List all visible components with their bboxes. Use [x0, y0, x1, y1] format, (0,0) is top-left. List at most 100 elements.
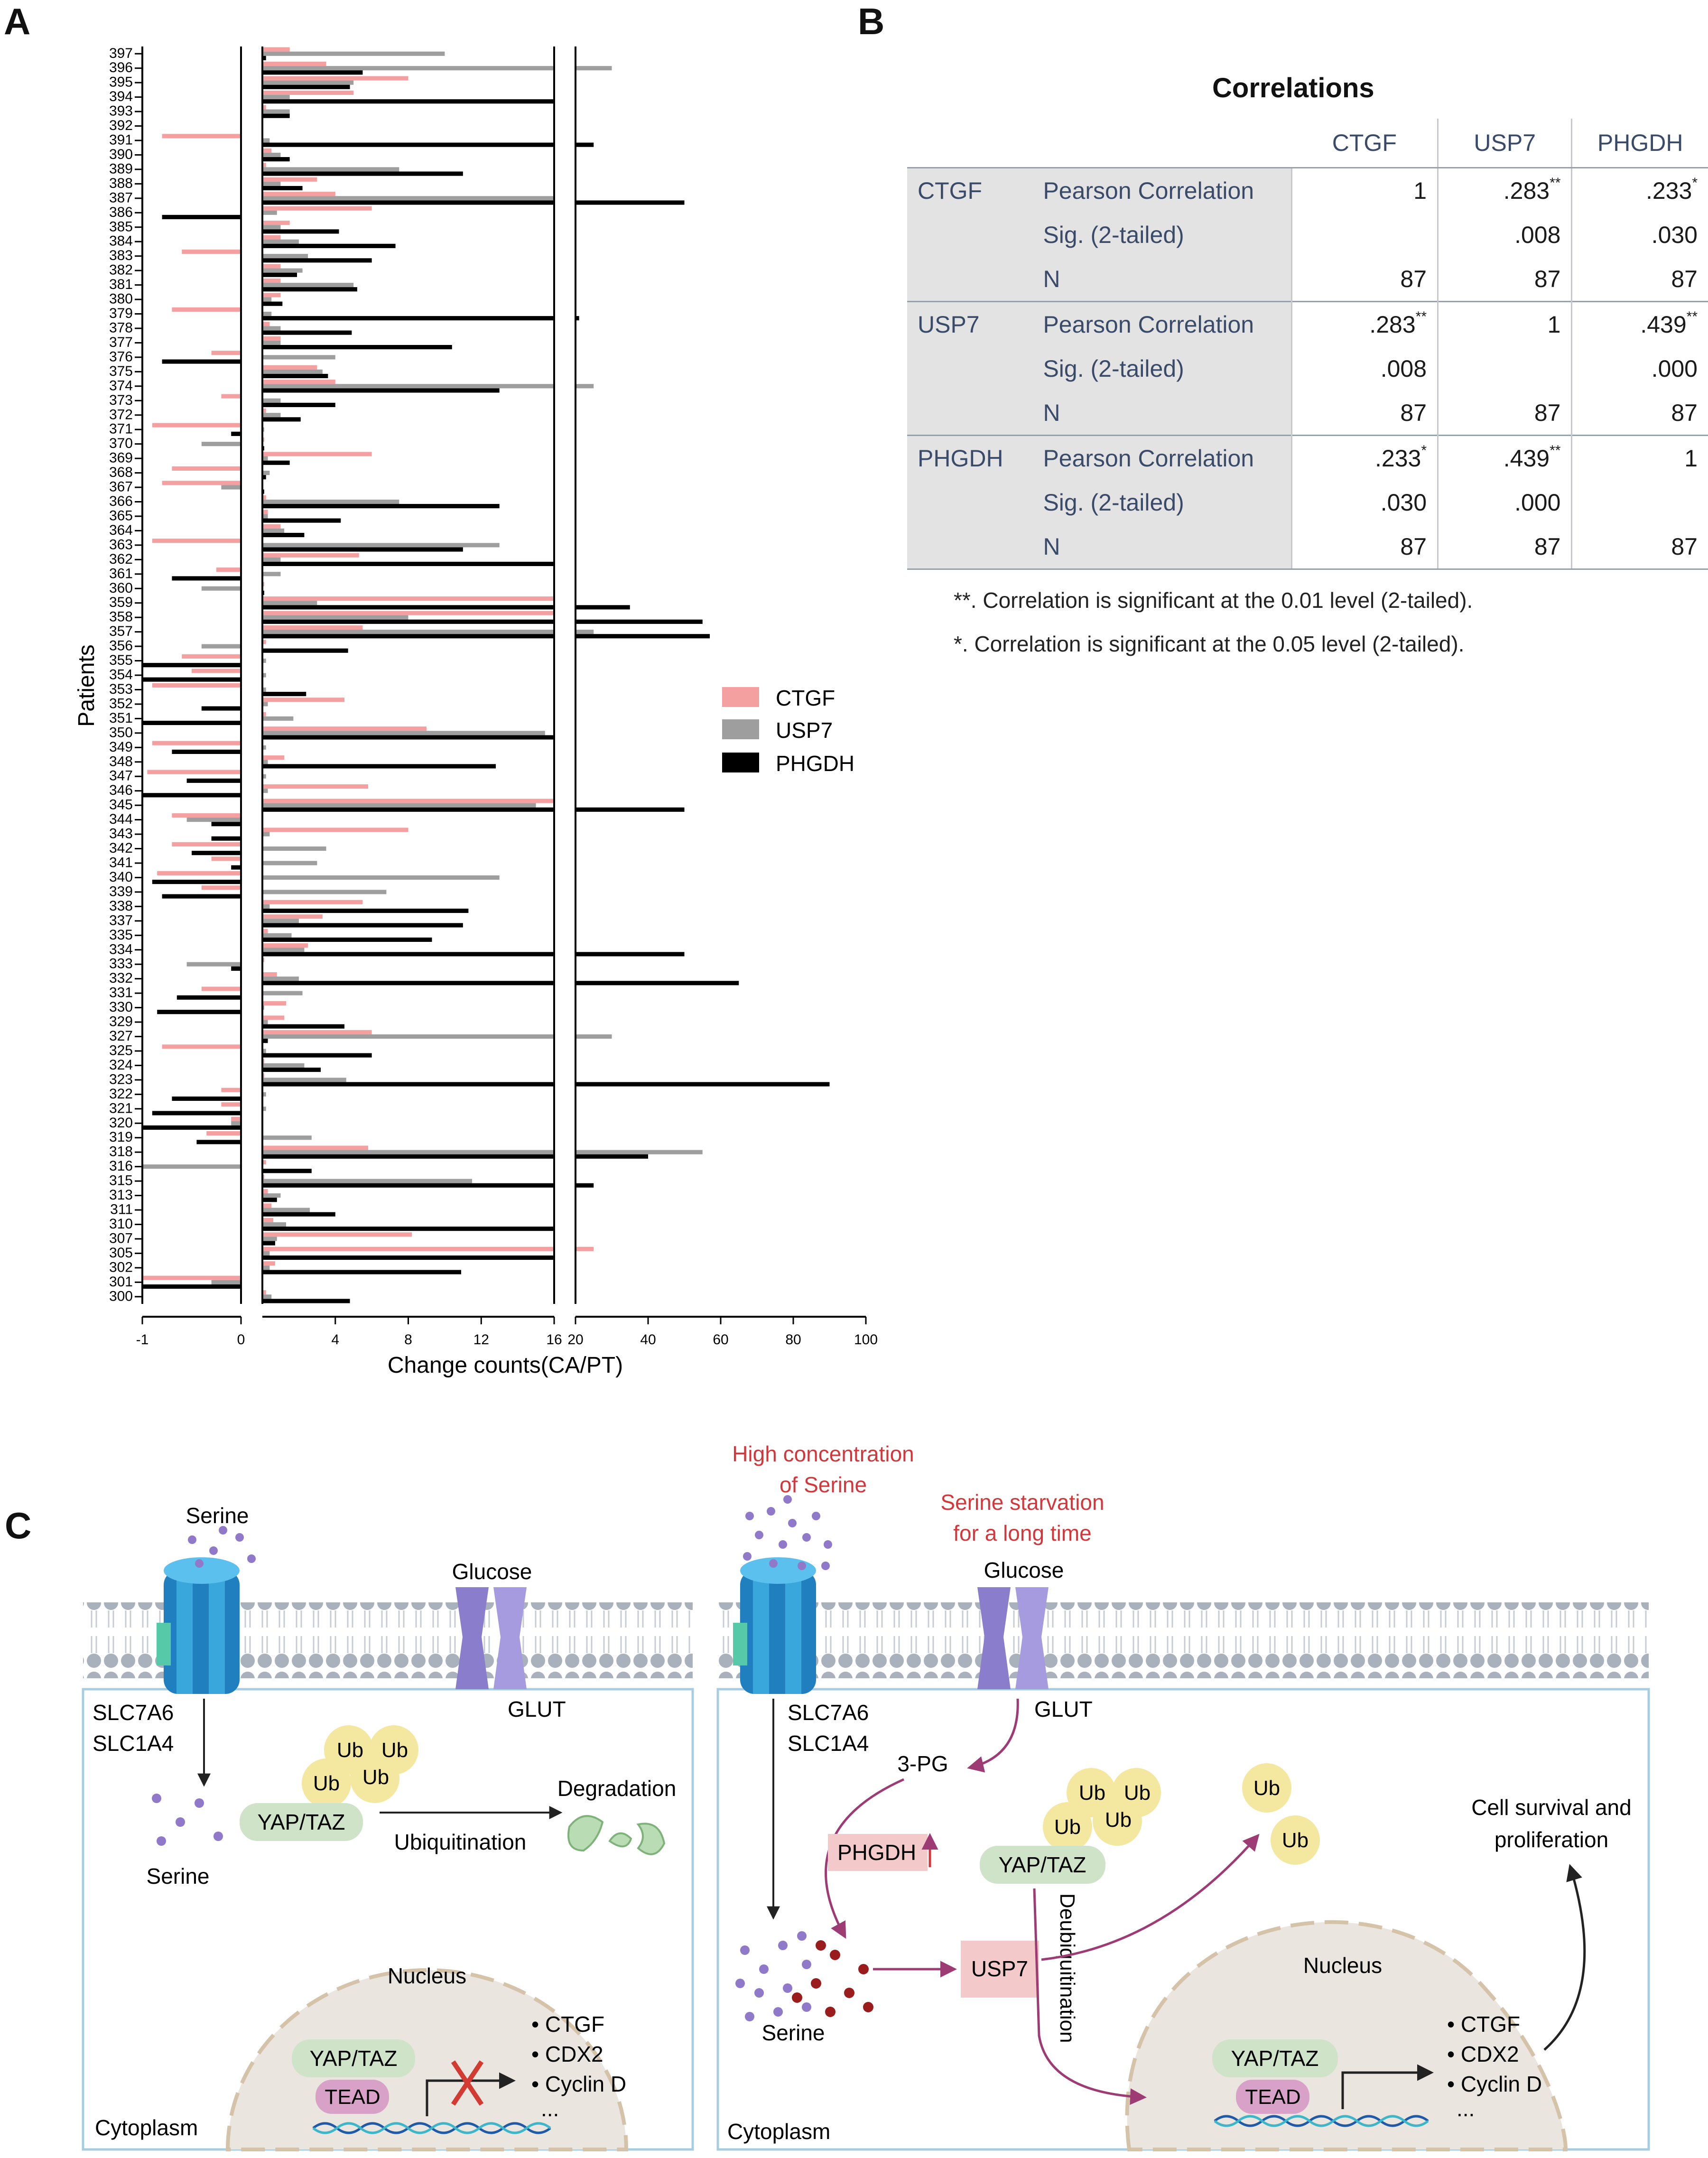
bar-phgdh — [262, 952, 554, 957]
bar-phgdh — [262, 1067, 321, 1072]
bar-phgdh — [262, 56, 266, 60]
bar-usp7 — [576, 384, 594, 389]
bar-phgdh — [262, 229, 339, 234]
yap-to-nucleus-arrow — [1033, 1888, 1147, 2105]
y-tick-label: 381 — [109, 277, 133, 292]
y-tick-label: 392 — [109, 118, 133, 133]
y-tick-label: 344 — [109, 811, 133, 827]
bar-ctgf — [262, 698, 344, 702]
right-slc-label-1: SLC7A6 — [788, 1700, 869, 1725]
bar-ctgf — [262, 293, 281, 298]
y-tick-label: 395 — [109, 74, 133, 90]
y-tick-label: 377 — [109, 335, 133, 350]
left-slc-label-2: SLC1A4 — [93, 1731, 174, 1756]
bar-usp7 — [262, 1049, 266, 1053]
bar-phgdh — [231, 865, 241, 870]
y-tick-label: 371 — [109, 421, 133, 437]
bar-ctgf — [262, 1261, 275, 1266]
glut-to-3pg-arrow — [967, 1698, 1019, 1773]
bars-group — [142, 47, 830, 1303]
bar-usp7 — [201, 644, 241, 649]
blocked-x-icon — [451, 2060, 484, 2106]
left-target-4: ... — [541, 2096, 559, 2121]
bar-usp7 — [262, 991, 303, 995]
bar-usp7 — [262, 673, 266, 678]
bar-usp7 — [262, 687, 266, 692]
bar-phgdh — [262, 518, 341, 523]
left-serine-bottom-label: Serine — [147, 1864, 210, 1888]
left-dna-icon — [312, 2122, 551, 2134]
table-cell: 87 — [1571, 257, 1708, 302]
bar-phgdh — [262, 1169, 312, 1173]
y-tick-label: 350 — [109, 725, 133, 740]
bar-phgdh — [142, 1125, 241, 1130]
bar-ctgf — [262, 640, 266, 644]
col-header-ctgf: CTGF — [1291, 119, 1438, 168]
left-target-2: • CDX2 — [531, 2042, 603, 2066]
3pg-label: 3-PG — [897, 1751, 948, 1776]
y-tick-label: 369 — [109, 450, 133, 466]
bar-phgdh — [262, 1183, 554, 1188]
y-tick-label: 365 — [109, 508, 133, 523]
table-cell: 87 — [1291, 391, 1438, 436]
y-tick-label: 394 — [109, 89, 133, 104]
right-tead-box — [1236, 2080, 1309, 2114]
x-tick-label: 40 — [640, 1332, 656, 1348]
table-cell: .030 — [1291, 480, 1438, 524]
y-tick-label: 397 — [109, 46, 133, 61]
bar-phgdh — [186, 778, 241, 783]
table-cell: 1 — [1437, 301, 1572, 346]
bar-phgdh — [142, 663, 241, 668]
bar-phgdh — [262, 402, 335, 407]
y-tick-label: 364 — [109, 522, 133, 538]
bar-usp7 — [262, 109, 290, 114]
bar-usp7 — [262, 1265, 270, 1270]
y-tick-label: 330 — [109, 999, 133, 1015]
table-cell: .283** — [1291, 301, 1438, 346]
bar-phgdh — [262, 344, 452, 350]
bar-phgdh — [262, 532, 305, 538]
bar-usp7 — [262, 1251, 270, 1256]
right-nuclear-yap-box — [1212, 2039, 1338, 2077]
y-tick-label: 334 — [109, 941, 133, 957]
bar-phgdh — [262, 1212, 335, 1217]
cell-value: 87 — [1534, 399, 1561, 426]
y-tick-label: 367 — [109, 479, 133, 495]
bar-phgdh — [262, 84, 350, 89]
right-cytoplasm-label: Cytoplasm — [727, 2119, 830, 2144]
bar-ctgf — [262, 828, 408, 832]
bar-usp7 — [576, 66, 612, 71]
bar-phgdh — [262, 634, 554, 639]
bar-ctgf — [262, 799, 554, 803]
high-serine-label-2: of Serine — [780, 1472, 867, 1497]
y-tick-label: 331 — [109, 985, 133, 1001]
bar-ctgf — [262, 47, 290, 52]
bar-phgdh — [262, 807, 554, 812]
bar-phgdh — [262, 243, 396, 248]
bar-ctgf — [216, 567, 241, 572]
bar-usp7 — [262, 543, 500, 548]
serine-dots-right-bottom — [735, 1931, 873, 2021]
left-nuclear-yap-label: YAP/TAZ — [310, 2046, 398, 2071]
table-row: Sig. (2-tailed).008.030 — [907, 213, 1708, 257]
bar-phgdh — [142, 793, 241, 798]
bar-phgdh — [262, 735, 554, 740]
bar-phgdh — [576, 200, 685, 205]
y-tick-label: 300 — [109, 1288, 133, 1304]
y-tick-label: 387 — [109, 190, 133, 205]
bar-usp7 — [262, 1034, 554, 1039]
table-cell: .233* — [1291, 435, 1438, 480]
bar-usp7 — [262, 181, 281, 186]
bar-usp7 — [262, 1092, 266, 1097]
y-tick-label: 357 — [109, 623, 133, 639]
bar-chart: 3973963953943933923913903893883873863853… — [74, 46, 878, 1378]
left-glucose-label: Glucose — [452, 1559, 532, 1584]
bar-phgdh — [262, 1255, 554, 1260]
right-nucleus-label: Nucleus — [1303, 1953, 1382, 1978]
right-target-2: • CDX2 — [1447, 2042, 1519, 2066]
bar-ctgf — [262, 365, 317, 370]
bar-ctgf — [162, 1044, 241, 1049]
bar-ctgf — [262, 495, 266, 500]
bar-ctgf — [262, 1203, 272, 1208]
